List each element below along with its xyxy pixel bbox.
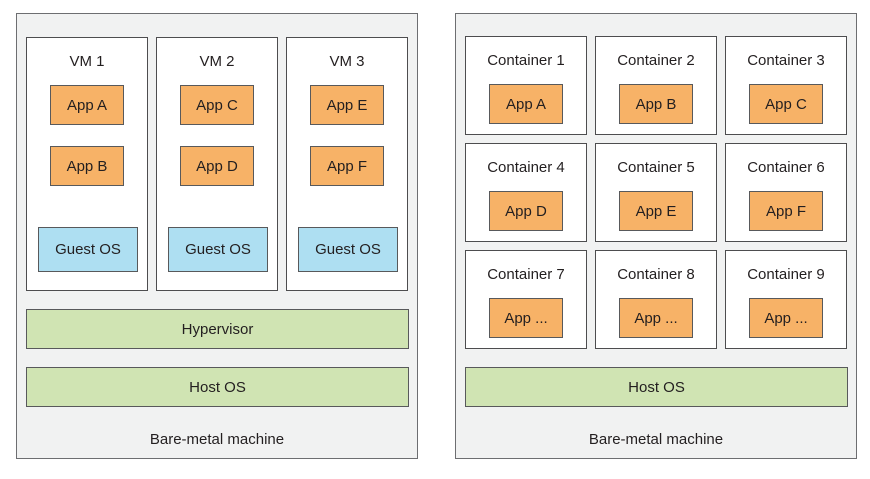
host-os-layer: Host OS: [465, 367, 848, 407]
container-title: Container 6: [747, 159, 825, 176]
app-box: App D: [180, 146, 254, 186]
app-box: App E: [310, 85, 384, 125]
app-box: App F: [749, 191, 823, 231]
container-6: Container 6 App F: [725, 143, 847, 242]
machine-label: Bare-metal machine: [588, 431, 724, 448]
guest-os-box: Guest OS: [168, 227, 268, 272]
container-title: Container 8: [617, 266, 695, 283]
container-2: Container 2 App B: [595, 36, 717, 135]
app-box: App A: [489, 84, 563, 124]
vm-2: VM 2 App C App D Guest OS: [156, 37, 278, 291]
app-box: App ...: [749, 298, 823, 338]
container-title: Container 1: [487, 52, 565, 69]
vm-title: VM 2: [199, 53, 235, 70]
container-title: Container 3: [747, 52, 825, 69]
machine-label: Bare-metal machine: [149, 431, 285, 448]
container-title: Container 4: [487, 159, 565, 176]
container-title: Container 7: [487, 266, 565, 283]
app-box: App ...: [619, 298, 693, 338]
vm-title: VM 1: [69, 53, 105, 70]
container-title: Container 9: [747, 266, 825, 283]
vm-title: VM 3: [329, 53, 365, 70]
guest-os-box: Guest OS: [298, 227, 398, 272]
hypervisor-layer: Hypervisor: [26, 309, 409, 349]
host-os-layer: Host OS: [26, 367, 409, 407]
container-1: Container 1 App A: [465, 36, 587, 135]
container-3: Container 3 App C: [725, 36, 847, 135]
container-5: Container 5 App E: [595, 143, 717, 242]
vm-1: VM 1 App A App B Guest OS: [26, 37, 148, 291]
container-7: Container 7 App ...: [465, 250, 587, 349]
vm-bare-metal-machine: VM 1 App A App B Guest OS VM 2 App C App…: [16, 13, 418, 459]
app-box: App D: [489, 191, 563, 231]
app-box: App C: [749, 84, 823, 124]
container-title: Container 2: [617, 52, 695, 69]
app-box: App B: [50, 146, 124, 186]
app-box: App ...: [489, 298, 563, 338]
app-box: App E: [619, 191, 693, 231]
container-8: Container 8 App ...: [595, 250, 717, 349]
app-box: App F: [310, 146, 384, 186]
container-title: Container 5: [617, 159, 695, 176]
container-4: Container 4 App D: [465, 143, 587, 242]
app-box: App B: [619, 84, 693, 124]
app-box: App C: [180, 85, 254, 125]
container-9: Container 9 App ...: [725, 250, 847, 349]
guest-os-box: Guest OS: [38, 227, 138, 272]
container-bare-metal-machine: Container 1 App A Container 2 App B Cont…: [455, 13, 857, 459]
vm-3: VM 3 App E App F Guest OS: [286, 37, 408, 291]
app-box: App A: [50, 85, 124, 125]
